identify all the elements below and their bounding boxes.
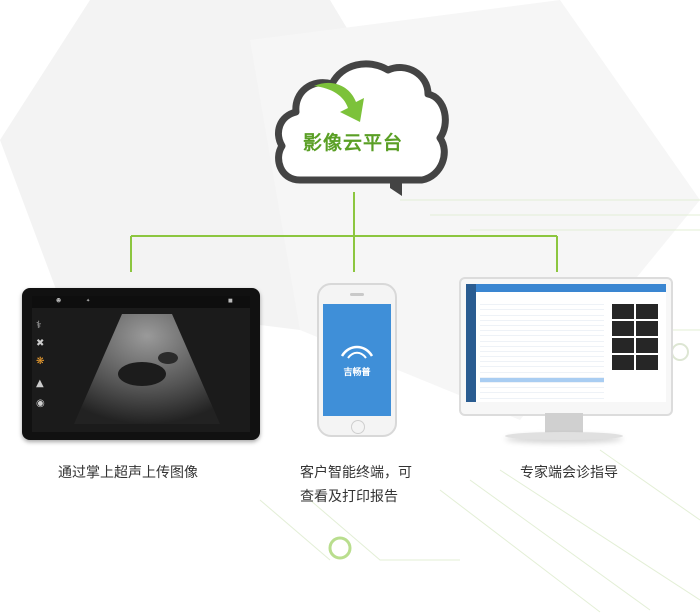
monitor-header xyxy=(476,284,666,292)
monitor-sidebar xyxy=(466,284,476,402)
monitor-screen xyxy=(466,284,666,402)
tablet-screen: ☻ ✦ ■ ⚕ ✖ ❋ ▲ ◉ xyxy=(32,296,250,432)
camera-icon: ◉ xyxy=(36,398,45,409)
connector-lines xyxy=(130,192,558,272)
tablet-toolbar: ☻ ✦ ■ xyxy=(32,296,250,308)
upload-arrow-icon xyxy=(314,82,364,122)
home-button xyxy=(351,420,365,434)
monitor-base xyxy=(505,432,623,440)
monitor-table xyxy=(480,300,604,402)
cloud-title: 影像云平台 xyxy=(302,132,403,154)
ultrasound-image xyxy=(74,314,220,424)
probe-icon: ⚕ xyxy=(36,320,42,331)
settings-icon: ❋ xyxy=(36,356,45,367)
app-logo-icon xyxy=(340,345,374,359)
phone-screen: 吉畅普 xyxy=(323,304,391,416)
user-icon: ☻ xyxy=(56,298,62,304)
monitor-image-thumbnails xyxy=(612,304,662,372)
tools-icon: ✖ xyxy=(36,338,45,349)
phone-caption-line2: 查看及打印报告 xyxy=(300,489,398,505)
cloud-icon xyxy=(275,60,449,196)
monitor-stand xyxy=(545,413,583,433)
phone-caption-line1: 客户智能终端，可 xyxy=(300,465,412,481)
tablet-caption: 通过掌上超声上传图像 xyxy=(58,465,198,481)
smartphone: 吉畅普 xyxy=(317,283,397,437)
monitor-caption: 专家端会诊指导 xyxy=(520,465,618,481)
app-name: 吉畅普 xyxy=(343,368,371,378)
measure-icon: ▲ xyxy=(36,378,44,389)
desktop-monitor xyxy=(459,277,673,416)
ultrasound-tablet: ☻ ✦ ■ ⚕ ✖ ❋ ▲ ◉ xyxy=(22,288,260,440)
